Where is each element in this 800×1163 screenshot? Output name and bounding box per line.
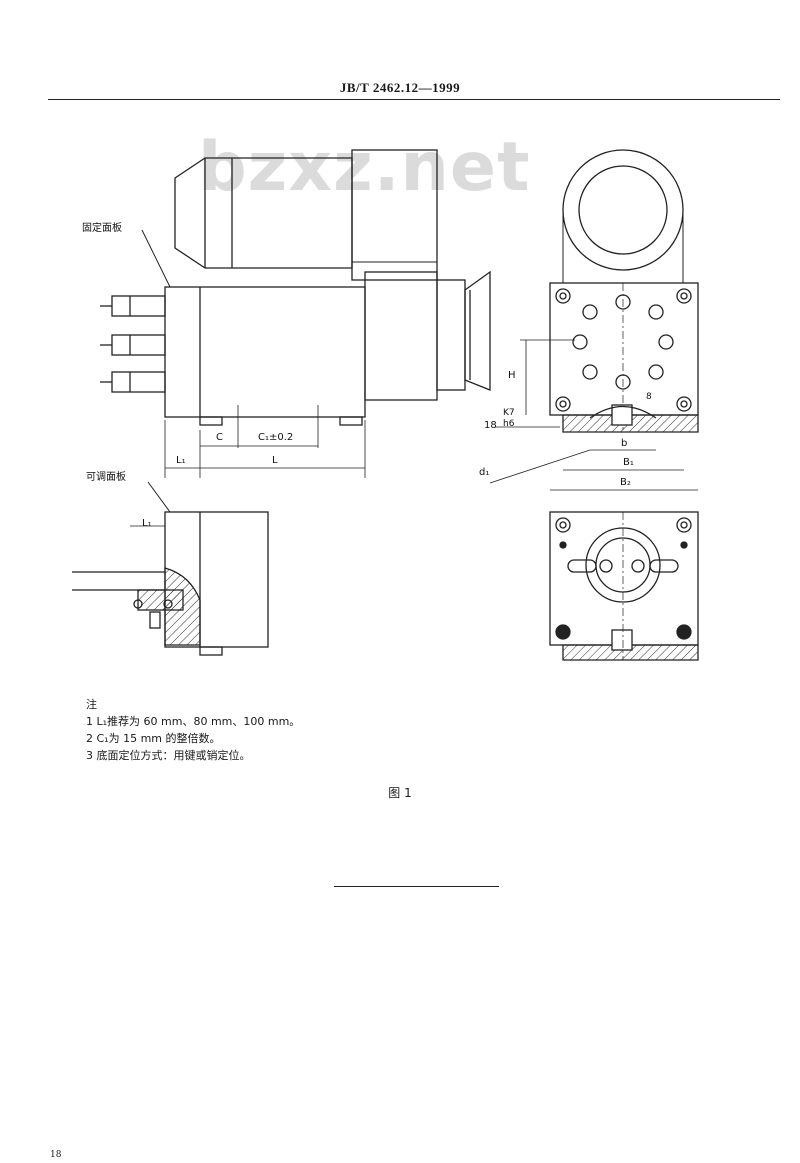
standard-header: JB/T 2462.12—1999 [339, 80, 461, 95]
figure-caption: 图 1 [388, 786, 412, 800]
end-view-bottom [549, 511, 699, 661]
dim-B2: B₂ [620, 477, 631, 488]
header-rule [48, 99, 780, 100]
dim-C1-tolerance: C₁±0.2 [258, 432, 294, 443]
dim-d1: d₁ [479, 467, 490, 478]
dim-B1: B₁ [623, 457, 634, 468]
note-item: 2 C₁为 15 mm 的整倍数。 [86, 732, 221, 745]
dim-b: b [621, 438, 628, 449]
note-item: 1 L₁推荐为 60 mm、80 mm、100 mm。 [86, 715, 301, 728]
tol-h6: h6 [503, 419, 515, 429]
tol-K7: K7 [503, 408, 515, 418]
adjustable-view [72, 481, 269, 656]
end-rule [334, 886, 499, 887]
dim-18: 18 [484, 420, 497, 431]
dim-L: L [272, 455, 278, 466]
dim-L1-bottom: L₁ [142, 518, 152, 529]
adjustable-panel-label: 可调面板 [86, 472, 126, 483]
dim-8: 8 [646, 392, 652, 402]
side-view [100, 149, 491, 478]
notes-title: 注 [86, 698, 97, 711]
dim-C: C [216, 432, 223, 443]
dim-H: H [508, 370, 516, 381]
note-item: 3 底面定位方式：用键或销定位。 [86, 749, 251, 762]
fixed-panel-label: 固定面板 [82, 223, 122, 234]
watermark: bzxz.net [198, 128, 531, 207]
end-view-top [489, 149, 699, 491]
notes-block: 注 1 L₁推荐为 60 mm、80 mm、100 mm。 2 C₁为 15 m… [86, 696, 300, 764]
dim-L1-top: L₁ [176, 455, 186, 466]
page-number: 18 [50, 1150, 62, 1160]
